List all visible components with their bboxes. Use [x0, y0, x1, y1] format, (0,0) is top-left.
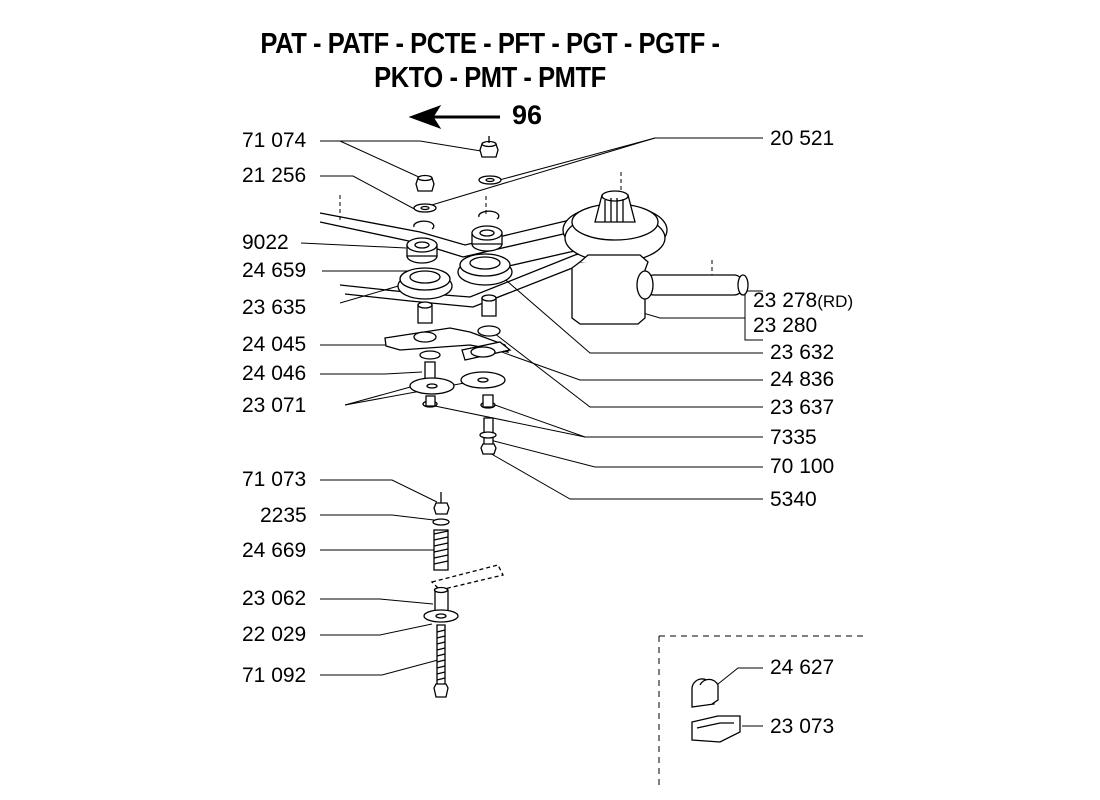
label-23278: 23 278(RD): [753, 290, 853, 312]
leader-lines-right: [425, 138, 763, 499]
label-23278-number: 23 278: [753, 289, 818, 312]
arrow-left-icon: [410, 106, 500, 128]
label-20521: 20 521: [770, 127, 835, 150]
diagram-title-line-2: PKTO - PMT - PMTF: [374, 62, 606, 94]
inset-leaders: [718, 668, 763, 726]
diagram-title-line-1: PAT - PATF - PCTE - PFT - PGT - PGTF -: [260, 28, 720, 60]
label-23071: 23 071: [242, 394, 307, 417]
spring-bolt-assembly: [424, 492, 503, 697]
circlips: [414, 211, 499, 229]
bearing-left: [407, 238, 437, 263]
label-9022: 9022: [242, 231, 289, 254]
label-24669: 24 669: [242, 539, 307, 562]
label-2235: 2235: [260, 504, 307, 527]
idler-pulley-right: [458, 254, 512, 285]
label-71092: 71 092: [242, 664, 307, 687]
label-23632: 23 632: [770, 341, 835, 364]
label-5340: 5340: [770, 488, 817, 511]
label-23278-suffix: (RD): [817, 292, 854, 311]
lower-washers: [410, 347, 505, 408]
top-washers-nuts: [414, 136, 501, 212]
gearbox: [572, 255, 748, 324]
label-22029: 22 029: [242, 623, 307, 646]
spacers: [414, 295, 500, 342]
label-23280: 23 280: [753, 314, 818, 337]
label-71073: 71 073: [242, 468, 307, 491]
label-21256: 21 256: [242, 164, 307, 187]
label-24836: 24 836: [770, 368, 835, 391]
inset-frame: [659, 636, 868, 785]
label-24659: 24 659: [242, 259, 307, 282]
label-23062: 23 062: [242, 587, 307, 610]
label-24046: 24 046: [242, 362, 307, 385]
bearing-right: [472, 226, 502, 251]
label-71074-top: 71 074: [242, 129, 307, 152]
label-70100: 70 100: [770, 455, 835, 478]
label-24627: 24 627: [770, 656, 835, 679]
label-7335: 7335: [770, 426, 817, 449]
pivot-bolt: [480, 418, 496, 454]
label-24045: 24 045: [242, 333, 307, 356]
idler-pulley-left: [398, 268, 452, 299]
inset-parts: [692, 679, 740, 742]
drive-pulley: [563, 191, 667, 262]
label-23073: 23 073: [770, 715, 835, 738]
label-23637: 23 637: [770, 396, 835, 419]
leader-lines-left: [301, 141, 481, 675]
reference-page-number: 96: [512, 100, 543, 130]
label-23635: 23 635: [242, 296, 307, 319]
